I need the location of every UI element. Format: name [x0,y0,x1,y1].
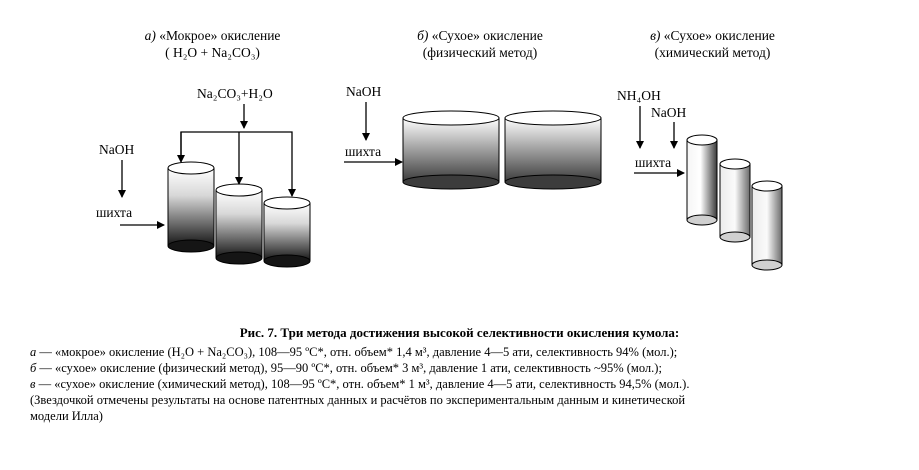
panel-b-arrows [344,102,403,166]
note-line-2: модели Илла) [30,409,103,423]
label-feed-c: шихта [635,155,672,170]
reactor-c2 [719,158,751,243]
panel-b-title-text: «Сухое» окисление [428,28,543,43]
label-nh4oh-c: NH₄OH [617,88,661,103]
panel-a-arrows [118,104,296,229]
panel-b-letter: б) [417,28,429,43]
reactor-a2 [215,183,263,265]
panel-c-arrows [634,106,685,177]
panel-a-reactors [167,161,311,268]
reactor-a1 [167,161,215,253]
legend-text-b: — «сухое» окисление (физический метод), … [36,361,662,375]
legend-key-b: б [30,361,37,375]
legend-key-a: а [30,345,37,359]
panel-c-reactors [686,134,783,271]
panel-c-letter: в) [650,28,661,43]
panel-a-subtitle: ( H₂O + Na₂CO₃) [165,45,260,60]
legend-text-c: — «сухое» окисление (химический метод), … [35,377,690,391]
panel-c-title-text: «Сухое» окисление [660,28,775,43]
legend-line-a: а — «мокрое» окисление (H₂O + Na₂CO₃), 1… [30,345,677,360]
label-feed-a: шихта [96,205,133,220]
legend-line-b: б — «сухое» окисление (физический метод)… [30,361,662,376]
panel-a-title: а) «Мокрое» окисление [105,28,320,44]
reactor-c3 [751,180,783,271]
label-na2co3-water: Na₂CO₃+H₂O [197,86,273,101]
panel-b-reactors [402,110,602,190]
panel-c-title: в) «Сухое» окисление [615,28,810,44]
panel-b-subtitle: (физический метод) [422,45,538,60]
legend-text-a: — «мокрое» окисление (H₂O + Na₂CO₃), 108… [36,345,678,359]
panel-a-letter: а) [144,28,156,43]
panel-a-title-text: «Мокрое» окисление [155,28,281,43]
diagram-svg [118,102,783,271]
label-naoh-a: NaOH [99,142,135,157]
label-naoh-c: NaOH [651,105,687,120]
legend-key-c: в [30,377,36,391]
reactor-b1 [402,110,500,190]
reactor-a3 [263,196,311,268]
panel-c-subtitle: (химический метод) [654,45,771,60]
reactor-b2 [504,110,602,190]
figure-caption: Рис. 7. Три метода достижения высокой се… [239,325,680,340]
reactor-c1 [686,134,718,226]
panel-b-title: б) «Сухое» окисление [370,28,590,44]
note-line-1: (Звездочкой отмечены результаты на основ… [30,393,686,407]
label-naoh-b: NaOH [346,84,382,99]
legend-line-c: в — «сухое» окисление (химический метод)… [30,377,689,392]
label-feed-b: шихта [345,144,382,159]
